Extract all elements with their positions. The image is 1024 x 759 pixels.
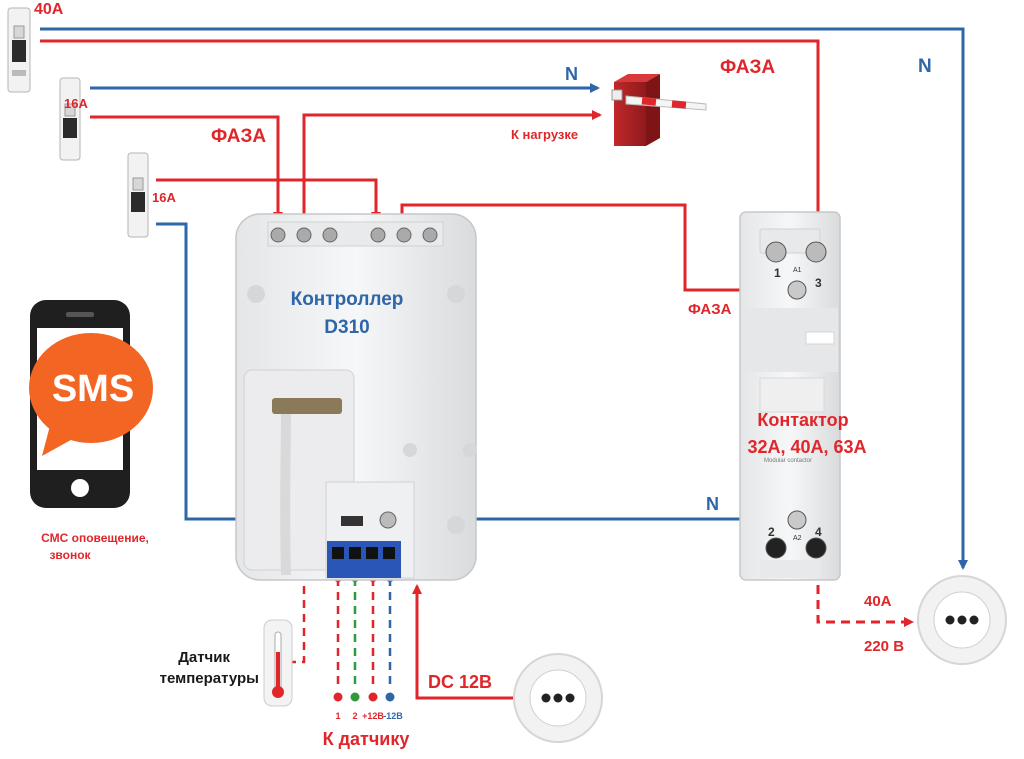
wire-phase-main: [40, 39, 823, 228]
controller-model: D310: [324, 317, 369, 338]
neutral-label-bottom: N: [706, 494, 719, 514]
contactor-terminal-1: 1: [774, 266, 781, 280]
socket-voltage: 220 В: [864, 638, 904, 655]
to-sensor-label: К датчику: [323, 729, 410, 749]
controller-title: Контроллер: [291, 289, 404, 310]
contactor-print: Modular contactor: [764, 458, 812, 464]
sms-phone: [29, 300, 153, 508]
wire-dc-supply: [412, 584, 515, 700]
to-load-label: К нагрузке: [511, 127, 578, 142]
breaker-16a-upper: [59, 77, 81, 161]
contactor-ratings: 32A, 40A, 63A: [747, 437, 866, 457]
breaker-16a-lower: [127, 152, 149, 238]
sensor-dot-plus12: [368, 692, 378, 702]
wire-phase-16a-lower: [156, 178, 381, 222]
controller-d310: [235, 213, 477, 581]
phase-label-contactor: ФАЗА: [688, 301, 732, 318]
socket-rating: 40A: [864, 593, 892, 610]
load-barrier: [611, 74, 707, 146]
socket-dc-supply: [513, 653, 603, 743]
sensor-terminal-1: 1: [335, 711, 340, 721]
breaker-main-rating: 40A: [34, 1, 64, 18]
temperature-sensor: [263, 619, 293, 707]
temp-sensor-label-line1: Датчик: [178, 649, 230, 666]
sensor-terminal-plus12: +12B: [362, 711, 384, 721]
dc-supply-label: DC 12B: [428, 672, 492, 692]
sms-caption-line2: звонок: [49, 548, 91, 562]
contactor-terminal-a1: A1: [793, 267, 802, 274]
sensor-dot-1: [333, 692, 343, 702]
wire-neutral-to-contactor: [156, 222, 789, 524]
breaker-40a: [7, 7, 31, 93]
sms-caption-line1: СМС оповещение,: [41, 531, 149, 545]
phase-label-mid: ФАЗА: [211, 126, 266, 147]
sms-badge: SMS: [52, 368, 134, 410]
wire-phase-controller-to-load: [302, 110, 602, 220]
breaker-2-rating: 16A: [64, 96, 88, 111]
temp-sensor-label-line2: температуры: [160, 670, 259, 687]
sensor-dot-2: [350, 692, 360, 702]
socket-220v: [917, 575, 1007, 665]
sensor-terminal-minus12: -12B: [383, 711, 403, 721]
contactor-terminal-4: 4: [815, 525, 822, 539]
wire-temp-sensor: [292, 586, 306, 664]
contactor-terminal-2: 2: [768, 525, 775, 539]
sensor-dot-minus12: [385, 692, 395, 702]
wire-neutral-main: [40, 27, 968, 570]
neutral-label-right: N: [918, 56, 932, 77]
phase-label-top: ФАЗА: [720, 57, 775, 78]
sensor-terminal-2: 2: [352, 711, 357, 721]
contactor-title: Контактор: [757, 410, 848, 430]
contactor-terminal-a2: A2: [793, 535, 802, 542]
contactor-terminal-3: 3: [815, 276, 822, 290]
breaker-3-rating: 16A: [152, 190, 176, 205]
wire-contactor-to-socket: [816, 570, 914, 627]
neutral-label-top: N: [565, 64, 578, 84]
contactor: [739, 211, 841, 581]
